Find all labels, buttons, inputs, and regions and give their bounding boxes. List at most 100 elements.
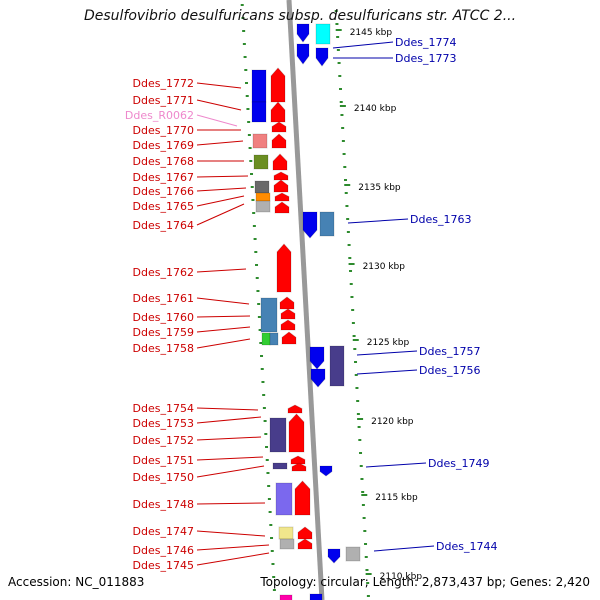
gene-label-ddes_1746[interactable]: Ddes_1746 (133, 544, 194, 557)
gene-label-ddes_1745[interactable]: Ddes_1745 (133, 559, 194, 572)
scale-label: 2115 kbp (375, 493, 418, 503)
gene-label-ddes_1763[interactable]: Ddes_1763 (410, 213, 471, 226)
tick-dot (336, 49, 340, 51)
tick-dot (260, 368, 264, 370)
gene-label-ddes_1761[interactable]: Ddes_1761 (133, 292, 194, 305)
gene-label-ddes_1758[interactable]: Ddes_1758 (133, 342, 194, 355)
tick-dot (365, 569, 369, 571)
gene-label-ddes_1750[interactable]: Ddes_1750 (133, 471, 194, 484)
forward-gene-arrow (294, 480, 311, 516)
gene-label-ddes_1764[interactable]: Ddes_1764 (133, 219, 194, 232)
gene-label-ddes_1767[interactable]: Ddes_1767 (133, 171, 194, 184)
tick-dot (246, 108, 250, 110)
tick-dot (336, 36, 340, 38)
scale-tick (365, 573, 372, 575)
leader-line (196, 416, 262, 424)
gene-label-ddes_1772[interactable]: Ddes_1772 (133, 77, 194, 90)
gene-label-ddes_1748[interactable]: Ddes_1748 (133, 498, 194, 511)
scale-tick (352, 339, 359, 341)
tick-dot (350, 296, 354, 298)
tick-dot (265, 446, 269, 448)
gene-label-ddes_1766[interactable]: Ddes_1766 (133, 185, 194, 198)
gene-label-ddes_1754[interactable]: Ddes_1754 (133, 402, 194, 415)
tick-dot (268, 511, 272, 513)
tick-dot (342, 153, 346, 155)
tick-dot (243, 56, 247, 58)
leader-line (196, 140, 244, 146)
tick-dot (361, 504, 365, 506)
tick-dot (354, 374, 358, 376)
cog-box (260, 297, 278, 333)
forward-gene-arrow (288, 413, 305, 453)
leader-line (332, 41, 394, 49)
gene-label-ddes_1756[interactable]: Ddes_1756 (419, 364, 480, 377)
cog-box (279, 594, 293, 600)
scale-label: 2125 kbp (367, 338, 410, 348)
gene-label-ddes_1760[interactable]: Ddes_1760 (133, 311, 194, 324)
scale-tick (348, 263, 355, 265)
leader-line (196, 82, 242, 89)
tick-dot (355, 387, 359, 389)
gene-label-ddes_1752[interactable]: Ddes_1752 (133, 434, 194, 447)
reverse-gene-arrow (302, 211, 318, 239)
leader-line (196, 530, 266, 537)
leader-line (347, 218, 409, 224)
gene-label-ddes_1769[interactable]: Ddes_1769 (133, 139, 194, 152)
tick-dot (356, 413, 360, 415)
tick-dot (346, 231, 350, 233)
forward-gene-arrow (280, 308, 296, 320)
tick-dot (346, 218, 350, 220)
gene-label-ddes_1759[interactable]: Ddes_1759 (133, 326, 194, 339)
scale-tick (361, 494, 368, 496)
tick-dot (250, 186, 254, 188)
gene-label-ddes_1744[interactable]: Ddes_1744 (436, 540, 497, 553)
leader-line (196, 502, 266, 505)
cog-box (315, 23, 331, 45)
tick-dot (253, 238, 257, 240)
tick-dot (248, 147, 252, 149)
gene-label-ddes_1762[interactable]: Ddes_1762 (133, 266, 194, 279)
tick-dot (262, 394, 266, 396)
cog-box (252, 133, 268, 149)
reverse-gene-arrow (310, 368, 326, 388)
gene-label-ddes_1771[interactable]: Ddes_1771 (133, 94, 194, 107)
tick-dot (351, 322, 355, 324)
gene-labels: Ddes_1772Ddes_1771Ddes_R0062Ddes_1770Dde… (125, 36, 498, 572)
tick-dot (340, 114, 344, 116)
gene-label-ddes_1773[interactable]: Ddes_1773 (395, 52, 456, 65)
scale-label: 2145 kbp (350, 28, 393, 38)
scale-label: 2140 kbp (354, 104, 397, 114)
tick-dot (348, 257, 352, 259)
scale-tick (357, 418, 364, 420)
gene-label-ddes_r0062[interactable]: Ddes_R0062 (125, 109, 194, 122)
leader-line (196, 407, 259, 411)
tick-dot (341, 140, 345, 142)
leader-line (196, 99, 242, 111)
gene-label-ddes_1770[interactable]: Ddes_1770 (133, 124, 194, 137)
cog-box (279, 538, 295, 550)
reverse-gene-arrow (296, 43, 310, 65)
gene-label-ddes_1751[interactable]: Ddes_1751 (133, 454, 194, 467)
gene-label-ddes_1765[interactable]: Ddes_1765 (133, 200, 194, 213)
reverse-gene-arrow (319, 465, 333, 477)
tick-dot (362, 517, 366, 519)
tick-dot (359, 452, 363, 454)
leader-line (196, 544, 270, 551)
cog-box (269, 332, 279, 346)
tick-dot (349, 270, 353, 272)
reverse-gene-arrow (327, 548, 341, 564)
tick-dot (249, 160, 253, 162)
gene-label-ddes_1747[interactable]: Ddes_1747 (133, 525, 194, 538)
tick-dot (339, 88, 343, 90)
forward-gene-arrow (273, 171, 289, 181)
gene-label-ddes_1774[interactable]: Ddes_1774 (395, 36, 456, 49)
gene-label-ddes_1757[interactable]: Ddes_1757 (419, 345, 480, 358)
gene-label-ddes_1753[interactable]: Ddes_1753 (133, 417, 194, 430)
forward-gene-arrow (280, 319, 296, 331)
gene-label-ddes_1768[interactable]: Ddes_1768 (133, 155, 194, 168)
tick-dot (360, 478, 364, 480)
gene-label-ddes_1749[interactable]: Ddes_1749 (428, 457, 489, 470)
leader-line (196, 268, 247, 273)
accession-text: Accession: NC_011883 (8, 575, 145, 589)
